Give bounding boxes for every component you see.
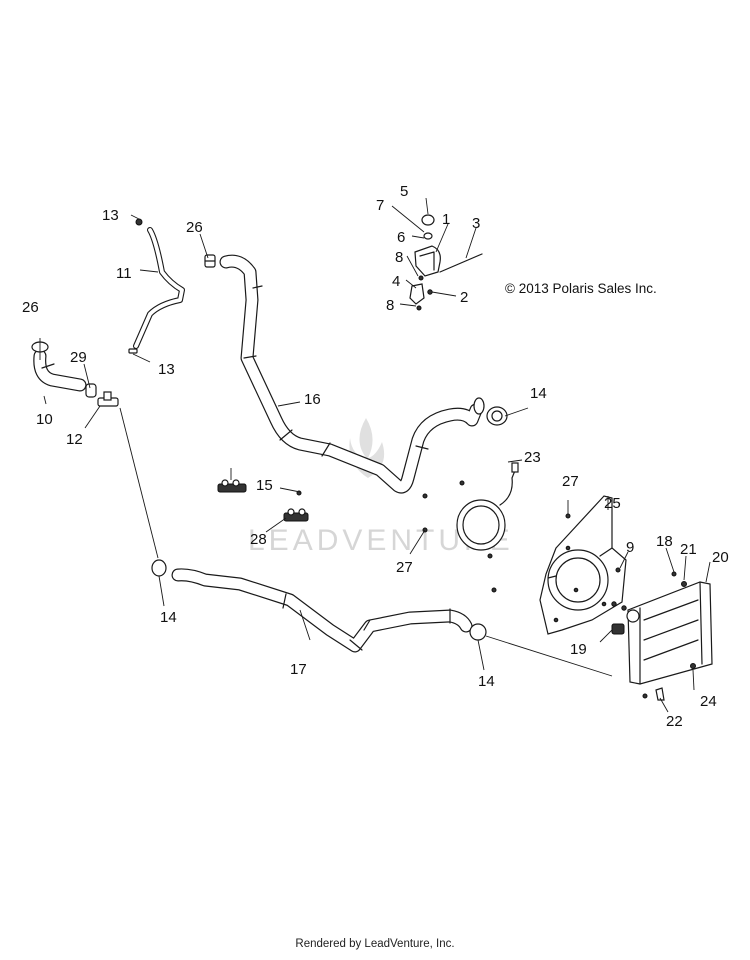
footer-credit: Rendered by LeadVenture, Inc. [295, 938, 455, 950]
callout-3: 3 [472, 215, 480, 232]
hose-17 [171, 568, 473, 653]
callout-21: 21 [680, 541, 697, 558]
callout-1: 1 [442, 211, 450, 228]
callout-22: 22 [666, 713, 683, 730]
callout-6: 6 [397, 229, 405, 246]
callout-14-right: 14 [478, 673, 495, 690]
callout-2: 2 [460, 289, 468, 306]
reservoir-assembly [409, 214, 441, 311]
callout-labels: 1 2 3 4 5 6 7 8 8 9 10 11 12 13 13 14 14… [22, 183, 729, 730]
callout-19: 19 [570, 641, 587, 658]
clamp-13-upper [135, 218, 143, 226]
callout-14-lower: 14 [160, 609, 177, 626]
hose-11 [133, 227, 185, 349]
callout-27-left: 27 [396, 559, 413, 576]
callout-13-lower: 13 [158, 361, 175, 378]
leader-lines [39, 197, 711, 713]
callout-17: 17 [290, 661, 307, 678]
callout-24: 24 [700, 693, 717, 710]
callout-28: 28 [250, 531, 267, 548]
callout-26-left: 26 [22, 299, 39, 316]
cap-26-upper [204, 254, 216, 268]
clamp-14-right [469, 623, 487, 641]
clamp-14-upper [486, 406, 508, 426]
sensor-19 [611, 623, 625, 635]
callout-27-right: 27 [562, 473, 579, 490]
hose-16 [219, 254, 485, 494]
callout-29: 29 [70, 349, 87, 366]
callout-26-upper: 26 [186, 219, 203, 236]
clamp-14-lower [151, 559, 167, 577]
clamp-13-lower [128, 348, 138, 354]
fan-23 [456, 462, 519, 551]
callout-8-lower: 8 [386, 297, 394, 314]
callout-23: 23 [524, 449, 541, 466]
callout-4: 4 [392, 273, 400, 290]
callout-5: 5 [400, 183, 408, 200]
callout-25: 25 [604, 495, 621, 512]
clip-28 [283, 508, 309, 522]
clamp-29 [85, 383, 97, 398]
callout-20: 20 [712, 549, 729, 566]
shroud-25 [539, 495, 627, 635]
callout-7: 7 [376, 197, 384, 214]
callout-15: 15 [256, 477, 273, 494]
callout-10: 10 [36, 411, 53, 428]
callout-8-upper: 8 [395, 249, 403, 266]
tee-fitting-12 [97, 391, 119, 407]
strap-3 [439, 253, 483, 273]
callout-13-upper: 13 [102, 207, 119, 224]
callout-11: 11 [116, 265, 132, 282]
copyright-text: © 2013 Polaris Sales Inc. [505, 281, 657, 296]
radiator-20 [626, 571, 713, 701]
callout-12: 12 [66, 431, 83, 448]
callout-14-upper: 14 [530, 385, 547, 402]
callout-9: 9 [626, 539, 634, 556]
callout-18: 18 [656, 533, 673, 550]
callout-16: 16 [304, 391, 321, 408]
bolts-27 [422, 480, 571, 593]
